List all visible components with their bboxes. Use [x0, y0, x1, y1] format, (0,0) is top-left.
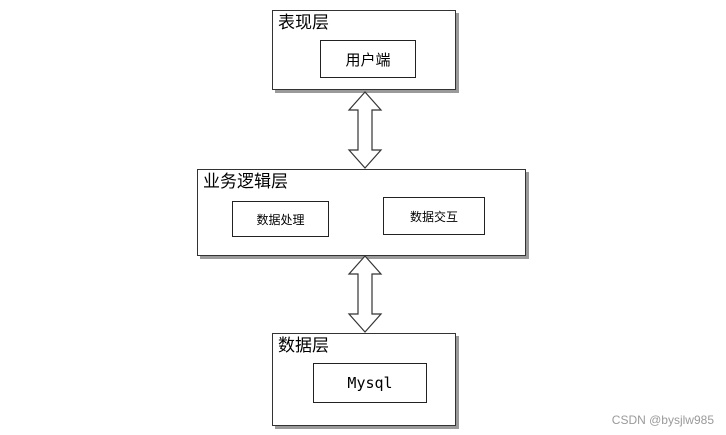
data-processing-box: 数据处理	[232, 201, 329, 237]
mysql-box: Mysql	[313, 363, 427, 403]
double-arrow-icon	[347, 91, 383, 169]
business-logic-layer: 业务逻辑层 数据处理 数据交互	[197, 169, 526, 256]
data-processing-label: 数据处理	[256, 212, 305, 227]
double-arrow-icon	[347, 255, 383, 333]
data-layer: 数据层 Mysql	[272, 333, 456, 426]
data-layer-title: 数据层	[278, 336, 329, 356]
watermark: CSDN @bysjlw985	[611, 413, 714, 427]
client-label: 用户端	[345, 50, 391, 69]
mysql-label: Mysql	[347, 374, 393, 392]
client-box: 用户端	[320, 40, 416, 78]
business-logic-layer-title: 业务逻辑层	[203, 172, 288, 192]
presentation-layer-title: 表现层	[278, 13, 329, 33]
data-interaction-box: 数据交互	[383, 197, 485, 235]
data-interaction-label: 数据交互	[409, 209, 458, 224]
presentation-layer: 表现层 用户端	[272, 10, 456, 90]
